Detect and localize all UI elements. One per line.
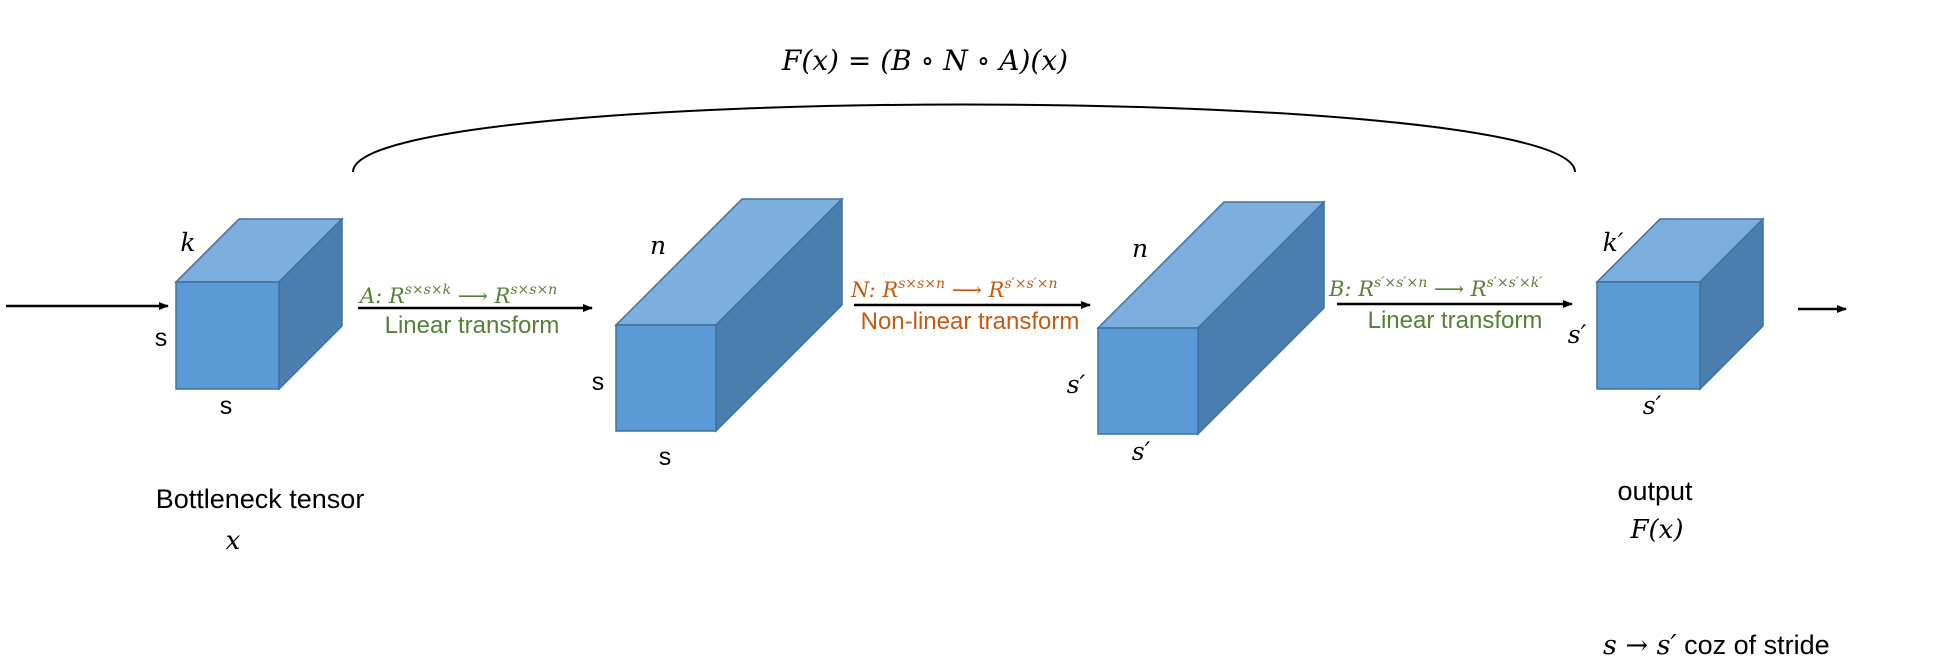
transform-n-mapping: N: Rs×s×n ⟶ Rs′×s′×n [850, 276, 1058, 302]
transform-a-description: Linear transform [385, 312, 560, 339]
tensor-output-height-label: s′ [1568, 320, 1587, 349]
tensor-strided-height-label: s′ [1067, 370, 1086, 399]
tensor-front-face [615, 324, 717, 432]
tensor-front-face [175, 281, 280, 390]
tensor-expanded-width-label: s [659, 443, 672, 471]
tensor-strided [1096, 200, 1326, 436]
composition-formula: F(x) = (B ∘ N ∘ A)(x) [781, 44, 1068, 77]
tensor-expanded [614, 197, 844, 433]
tensor-output-depth-label: k′ [1603, 228, 1624, 257]
transform-b-description: Linear transform [1368, 307, 1543, 334]
tensor-strided-depth-label: n [1132, 234, 1148, 263]
tensor-output [1595, 217, 1765, 391]
tensor-output-width-label: s′ [1643, 391, 1662, 420]
tensor-input-height-label: s [155, 324, 168, 352]
tensor-strided-width-label: s′ [1132, 437, 1151, 466]
tensor-expanded-height-label: s [592, 368, 605, 396]
output-variable: F(x) [1630, 515, 1684, 545]
tensor-input [174, 217, 344, 391]
tensor-front-face [1596, 281, 1701, 390]
tensor-expanded-depth-label: n [650, 231, 666, 260]
stride-footnote: s → s′ coz of stride [1603, 630, 1830, 661]
tensor-input-width-label: s [220, 392, 233, 420]
output-caption: output [1617, 476, 1693, 506]
transform-a-mapping: A: Rs×s×k ⟶ Rs×s×n [358, 282, 557, 308]
input-caption: Bottleneck tensor [156, 484, 365, 514]
input-variable: x [226, 526, 241, 556]
tensor-front-face [1097, 327, 1199, 435]
tensor-input-depth-label: k [180, 228, 195, 257]
transform-n-description: Non-linear transform [861, 308, 1080, 335]
composition-arc [352, 103, 1576, 173]
transform-b-mapping: B: Rs′×s′×n ⟶ Rs′×s′×k′ [1328, 275, 1543, 301]
